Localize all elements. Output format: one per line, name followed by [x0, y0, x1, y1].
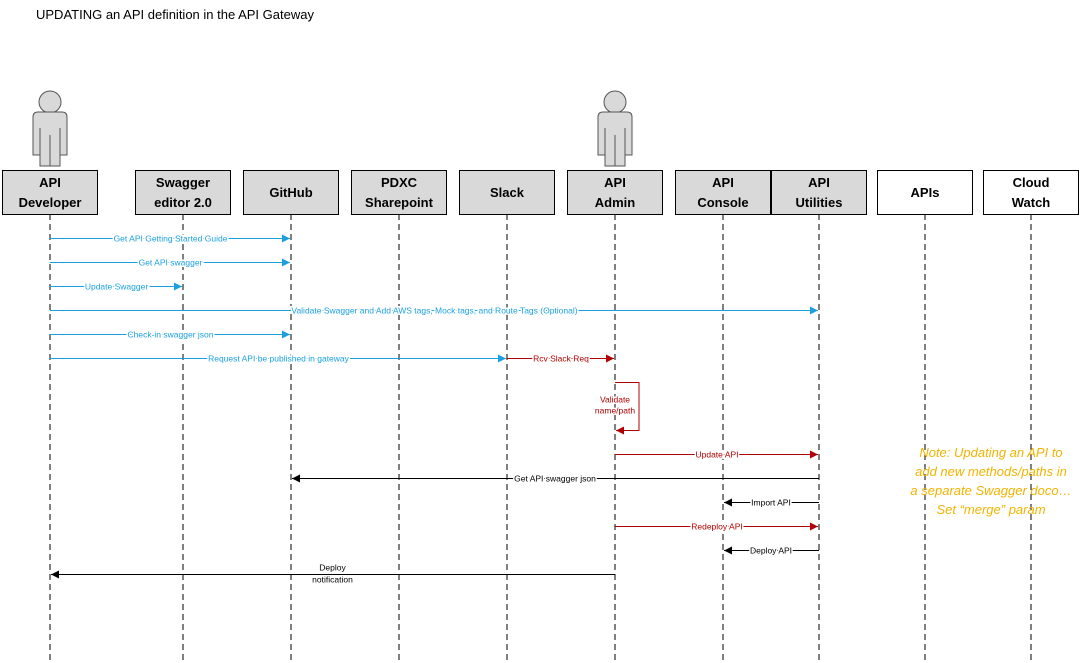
actor-label: Swagger	[156, 175, 210, 190]
note-text: Note: Updating an API to add new methods…	[893, 443, 1089, 519]
actor-label: APIs	[911, 185, 940, 200]
message-arrow: Update Swagger	[50, 280, 182, 293]
message-label: Import API	[751, 498, 791, 508]
message-label: Get API swagger	[139, 258, 203, 268]
message-label: Check-in swagger json	[128, 330, 214, 340]
actor-label: Cloud	[1013, 175, 1050, 190]
actor-box	[135, 170, 231, 215]
message-label: Validate Swagger and Add AWS tags, Mock …	[291, 306, 577, 316]
actor-api-developer: API Developer	[2, 170, 98, 215]
message-label: Redeploy API	[691, 522, 743, 532]
actor-label: Watch	[1012, 195, 1051, 210]
actor-box	[983, 170, 1079, 215]
message-label: Get API swagger json	[514, 474, 596, 484]
actor-swagger-editor: Swagger editor 2.0	[135, 170, 231, 215]
actor-label: Slack	[490, 185, 525, 200]
message-arrow: Validate Swagger and Add AWS tags, Mock …	[50, 304, 818, 317]
message-arrow: Update API	[615, 448, 818, 461]
person-icon	[32, 90, 68, 167]
actor-label: API	[712, 175, 734, 190]
actor-api-console: API Console	[675, 170, 771, 215]
actor-box	[2, 170, 98, 215]
message-arrow: Import API	[724, 496, 819, 509]
message-arrow: Deploy notification	[51, 561, 615, 586]
actor-box	[351, 170, 447, 215]
person-icon	[597, 90, 633, 167]
message-arrow: Request API be published in gateway	[50, 352, 506, 365]
lifelines	[49, 214, 1032, 663]
message-arrow: Rcv Slack Req	[507, 352, 614, 365]
message-label: name/path	[595, 406, 635, 416]
message-label: Update Swagger	[85, 282, 148, 292]
actor-label: editor 2.0	[154, 195, 212, 210]
actor-label: Console	[697, 195, 748, 210]
message-label: Request API be published in gateway	[208, 354, 350, 364]
diagram-title: UPDATING an API definition in the API Ga…	[36, 7, 314, 22]
message-label: Deploy API	[750, 546, 792, 556]
actor-label: Admin	[595, 195, 636, 210]
actor-label: API	[39, 175, 61, 190]
actor-label: Developer	[19, 195, 82, 210]
actor-label: PDXC	[381, 175, 418, 190]
actor-box	[771, 170, 867, 215]
actor-box	[675, 170, 771, 215]
actor-github: GitHub	[243, 170, 339, 215]
message-label: Rcv Slack Req	[533, 354, 589, 364]
message-arrow: Deploy API	[724, 544, 819, 557]
note-line: a separate Swagger doco…	[910, 483, 1072, 498]
actor-box	[877, 170, 973, 215]
actor-label: API	[604, 175, 626, 190]
message-arrow: Get API swagger json	[292, 472, 819, 485]
message-label: Validate	[600, 395, 630, 405]
note-line: add new methods/paths in	[915, 464, 1067, 479]
actor-pdxc-sharepoint: PDXC Sharepoint	[351, 170, 447, 215]
actor-label: Utilities	[796, 195, 843, 210]
message-arrow: Check-in swagger json	[50, 328, 290, 341]
actor-apis: APIs	[877, 170, 973, 215]
message-label: Update API	[695, 450, 738, 460]
actors: API Developer Swagger editor 2.0 GitHub PDXC S…	[2, 90, 1079, 215]
actor-label: API	[808, 175, 830, 190]
note-line: Set “merge” param	[936, 502, 1046, 517]
message-label: Get API Getting Started Guide	[114, 234, 228, 244]
message-arrow: Get API Getting Started Guide	[50, 232, 290, 245]
note-line: Note: Updating an API to	[919, 445, 1063, 460]
actor-api-utilities: API Utilities	[771, 170, 867, 215]
actor-label: GitHub	[269, 185, 312, 200]
actor-slack: Slack	[459, 170, 555, 215]
message-label: Deploy	[319, 563, 346, 573]
message-arrow: Get API swagger	[50, 256, 290, 269]
actor-api-admin: API Admin	[567, 170, 663, 215]
actor-label: Sharepoint	[365, 195, 434, 210]
message-arrow: Redeploy API	[615, 520, 818, 533]
actor-box	[459, 170, 555, 215]
message-label: notification	[312, 575, 353, 585]
actor-box	[567, 170, 663, 215]
actor-box	[243, 170, 339, 215]
